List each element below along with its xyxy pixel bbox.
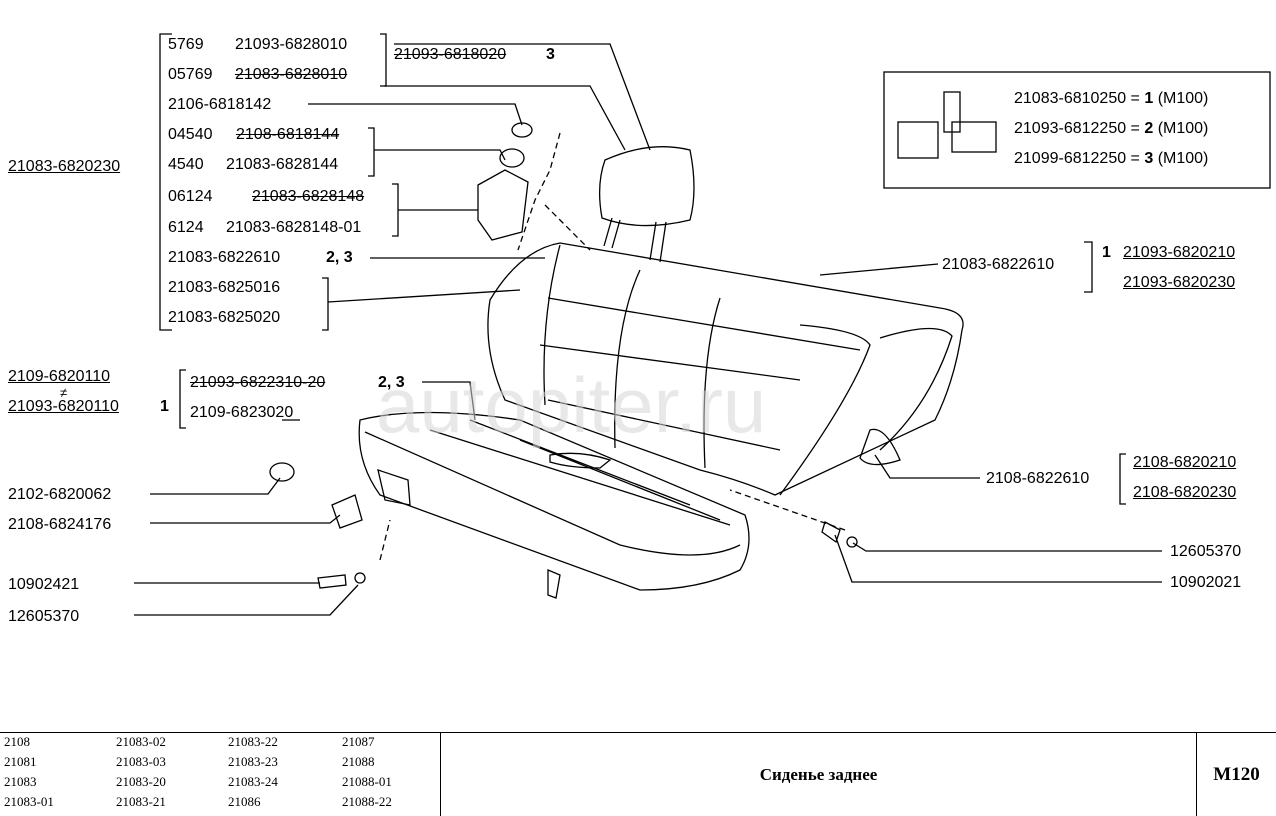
model-cell: 21083-21 <box>116 794 166 809</box>
part-2108-6822610: 2108-6822610 <box>986 470 1090 487</box>
part-21083-6822610-b: 21083-6822610 <box>942 256 1055 273</box>
part-21083-6825016: 21083-6825016 <box>168 279 281 296</box>
washer-right <box>846 536 858 548</box>
label-6124: 6124 <box>168 219 204 236</box>
part-21083-6828010: 21083-6828010 <box>235 66 348 83</box>
not-equal-sign: ≠ <box>60 385 68 400</box>
qty-1-b: 1 <box>160 398 169 415</box>
model-cell: 21083-22 <box>228 734 278 749</box>
watermark-text: autopiter.ru <box>376 361 767 449</box>
model-cell: 21083-01 <box>4 794 54 809</box>
washer-part <box>499 148 525 168</box>
legend-row-3: 21099-6812250 = 3 (M100) <box>1014 150 1209 167</box>
part-21083-6822610-a: 21083-6822610 <box>168 249 281 266</box>
bracket-covers <box>392 183 399 237</box>
bracket-upholstery <box>322 277 329 331</box>
part-21083-6828148: 21083-6828148 <box>252 188 365 205</box>
headrest-shape <box>598 146 695 227</box>
part-2108-6824176: 2108-6824176 <box>8 516 112 533</box>
model-cell: 21088-01 <box>342 774 392 789</box>
part-2106-6818142: 2106-6818142 <box>168 96 272 113</box>
page-title: Сиденье заднее <box>440 733 1197 816</box>
label-05769: 05769 <box>168 66 213 83</box>
bracket-top-left <box>159 33 172 331</box>
model-cell: 21087 <box>342 734 375 749</box>
seat-back <box>487 242 964 496</box>
part-10902421: 10902421 <box>8 576 80 593</box>
part-2109-6820110: 2109-6820110 <box>8 368 111 385</box>
model-cell: 21083-03 <box>116 754 166 769</box>
bracket-clips <box>380 33 387 87</box>
part-21093-6820110: 21093-6820110 <box>8 398 119 415</box>
label-4540: 4540 <box>168 156 204 173</box>
bolt-left <box>317 574 347 589</box>
part-21083-6825020: 21083-6825020 <box>168 309 281 326</box>
legend-row-1: 21083-6810250 = 1 (M100) <box>1014 90 1209 107</box>
seat-exploded-diagram <box>134 33 1271 616</box>
part-21093-6828010: 21093-6828010 <box>235 36 348 53</box>
bracket-cushion <box>179 369 186 429</box>
footer-table: 2108 21083-02 21083-22 21087 21081 21083-03 21… <box>0 732 1276 816</box>
qty-3-a: 3 <box>546 46 555 63</box>
model-cell: 21083-02 <box>116 734 166 749</box>
part-21083-6828148-01: 21083-6828148-01 <box>226 219 362 236</box>
part-2102-6820062: 2102-6820062 <box>8 486 112 503</box>
part-21083-6828144: 21083-6828144 <box>226 156 339 173</box>
label-06124: 06124 <box>168 188 213 205</box>
label-04540: 04540 <box>168 126 213 143</box>
part-21093-6822310-20: 21093-6822310-20 <box>190 374 326 391</box>
bracket-right-2 <box>1119 453 1126 505</box>
part-2109-6823020: 2109-6823020 <box>190 404 294 421</box>
part-21093-6818020: 21093-6818020 <box>394 46 507 63</box>
part-12605370-a: 12605370 <box>8 608 80 625</box>
model-cell: 21083-23 <box>228 754 278 769</box>
model-cell: 21086 <box>228 794 261 809</box>
part-21083-6820230: 21083-6820230 <box>8 158 121 175</box>
legend-row-2: 21093-6812250 = 2 (M100) <box>1014 120 1209 137</box>
part-2108-6820210: 2108-6820210 <box>1133 454 1237 471</box>
label-5769: 5769 <box>168 36 204 53</box>
part-10902021: 10902021 <box>1170 574 1242 591</box>
clip-part <box>511 122 533 138</box>
part-2108-6818144: 2108-6818144 <box>236 126 340 143</box>
model-cell: 21081 <box>4 754 37 769</box>
qty-23-b: 2, 3 <box>378 374 405 391</box>
part-2108-6820230: 2108-6820230 <box>1133 484 1237 501</box>
seat-cushion <box>358 411 750 591</box>
model-cell: 2108 <box>4 734 30 749</box>
model-cell: 21088-22 <box>342 794 392 809</box>
bracket-washers <box>368 127 375 177</box>
bump-stop <box>269 462 295 482</box>
bracket-right-1 <box>1084 241 1093 293</box>
qty-1-a: 1 <box>1102 244 1111 261</box>
model-cell: 21083-20 <box>116 774 166 789</box>
bolt-right <box>821 521 841 544</box>
model-cell: 21088 <box>342 754 375 769</box>
part-21093-6820210: 21093-6820210 <box>1123 244 1236 261</box>
cover-part <box>477 169 529 241</box>
page-code: M120 <box>1213 764 1260 785</box>
part-12605370-b: 12605370 <box>1170 543 1242 560</box>
washer-left <box>354 572 366 584</box>
model-cell: 21083 <box>4 774 37 789</box>
model-cell: 21083-24 <box>228 774 278 789</box>
qty-23-a: 2, 3 <box>326 249 353 266</box>
bracket-part <box>331 494 363 529</box>
part-21093-6820230: 21093-6820230 <box>1123 274 1236 291</box>
legend-box <box>883 71 1271 189</box>
